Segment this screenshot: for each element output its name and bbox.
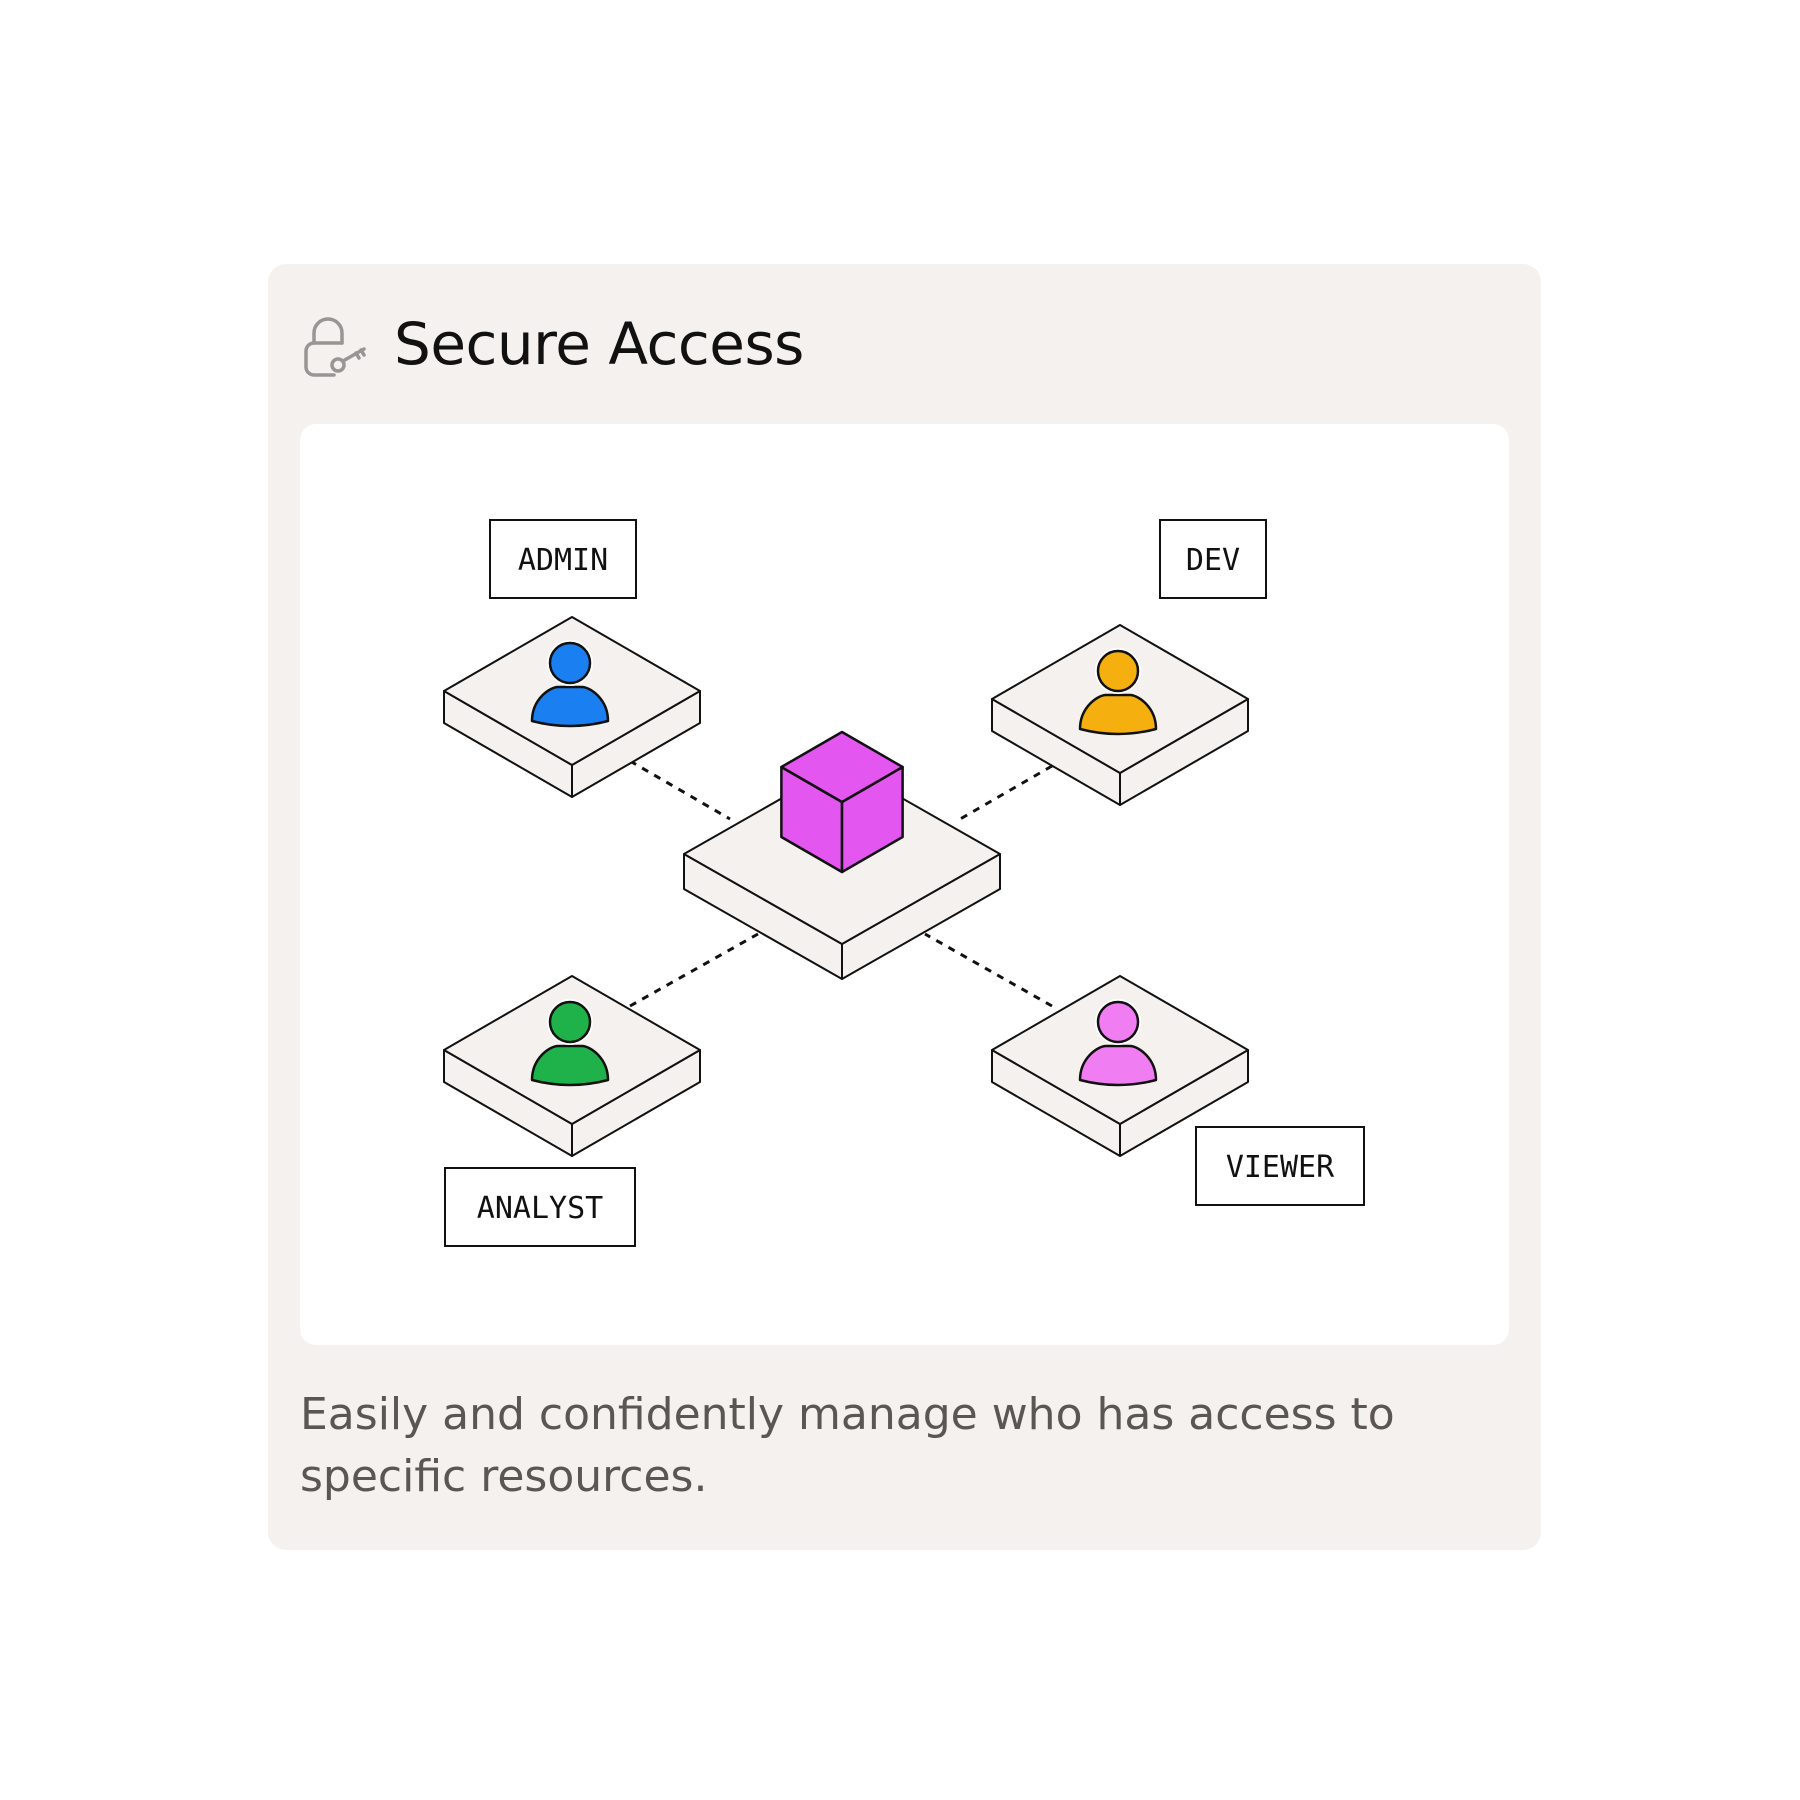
- dev-label-text: DEV: [1186, 543, 1240, 578]
- connector-dev: [954, 764, 1053, 824]
- analyst-user-icon: [530, 999, 610, 1087]
- connector-admin: [629, 759, 731, 821]
- lock-key-icon: [304, 317, 366, 377]
- viewer-label-text: VIEWER: [1226, 1150, 1335, 1185]
- analyst-label-text: ANALYST: [477, 1191, 603, 1226]
- admin-label: ADMIN: [489, 519, 637, 599]
- admin-label-text: ADMIN: [518, 543, 608, 578]
- nodes: [443, 616, 1249, 1157]
- connector-viewer: [924, 932, 1053, 1008]
- resource-platform: [683, 763, 1001, 980]
- dev-user-icon: [1078, 648, 1158, 736]
- viewer-label: VIEWER: [1195, 1126, 1365, 1206]
- role-labels: ADMIN DEV ANALYST VIEWER: [444, 519, 1365, 1247]
- admin-platform: [443, 616, 701, 798]
- access-diagram-panel: ADMIN DEV ANALYST VIEWER: [300, 424, 1509, 1345]
- cube-icon: [780, 730, 904, 874]
- access-diagram: ADMIN DEV ANALYST VIEWER: [443, 519, 1365, 1247]
- viewer-user-icon: [1078, 999, 1158, 1087]
- connectors: [629, 759, 1053, 1008]
- secure-access-card: Secure Access ADMIN DEV ANALYST VIEWER Easi…: [268, 264, 1541, 1550]
- connector-analyst: [629, 932, 759, 1008]
- analyst-label: ANALYST: [444, 1167, 636, 1247]
- card-description: Easily and confidently manage who has ac…: [300, 1389, 1395, 1502]
- dev-label: DEV: [1159, 519, 1267, 599]
- admin-user-icon: [530, 640, 610, 728]
- card-title: Secure Access: [394, 310, 804, 378]
- card-header: Secure Access: [300, 304, 804, 384]
